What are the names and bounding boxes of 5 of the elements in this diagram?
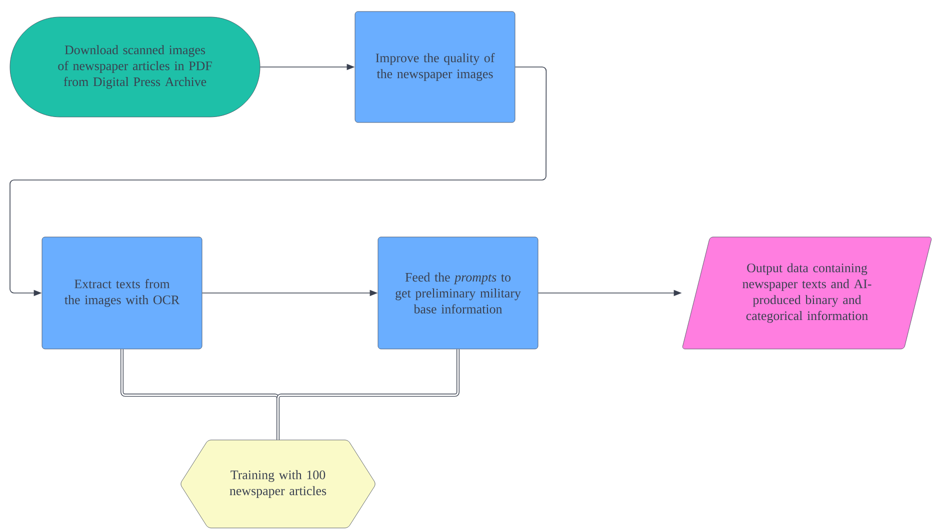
data-parallelogram: Output data containing newspaper texts and AI-produced binary and categorical information [682,236,932,350]
process-box: Improve the quality of the newspaper images [354,11,516,123]
process-box: Feed the prompts to get preliminary military base information [378,236,538,350]
preparation-hexagon: Training with 100 newspaper articles [180,440,376,528]
process-box: Extract texts from the images with OCR [42,236,202,350]
